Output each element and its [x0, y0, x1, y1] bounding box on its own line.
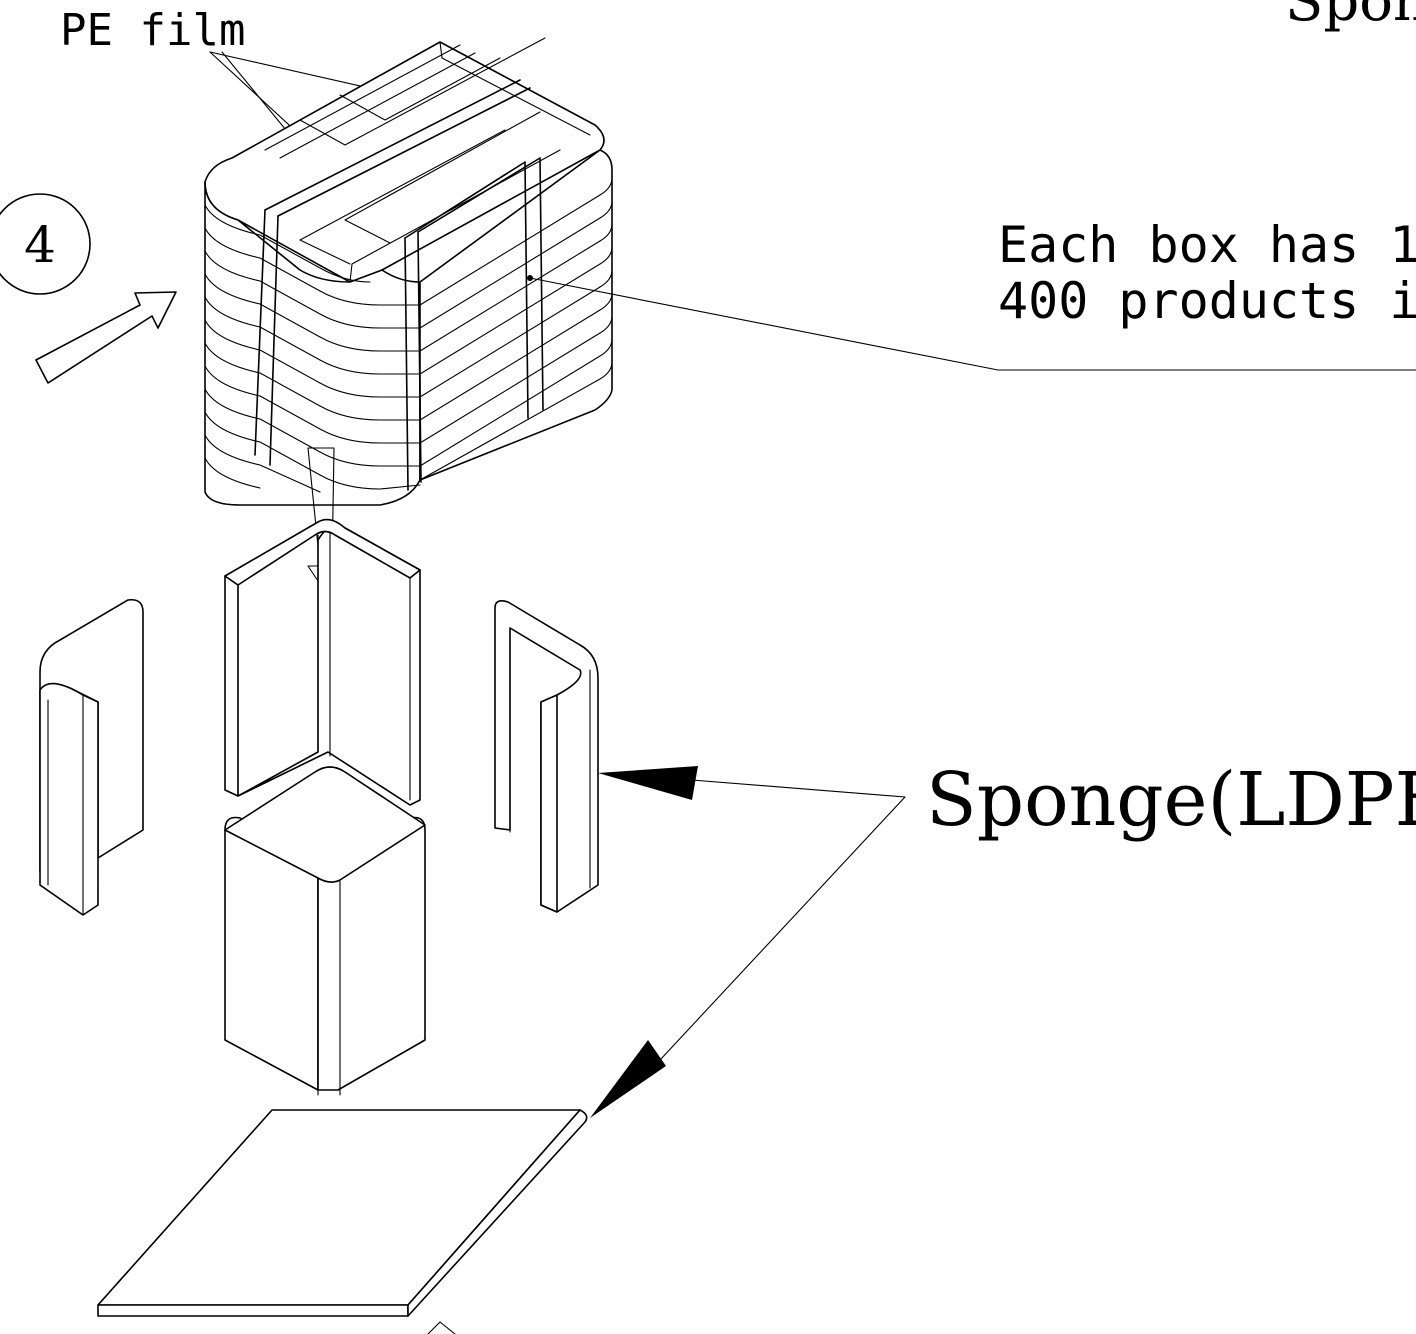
- center-upper-corner-protector: [224, 518, 421, 806]
- center-lower-corner-protector: [224, 766, 426, 1096]
- tray-stack: [204, 37, 613, 506]
- sponge-leaders: [590, 766, 906, 1118]
- step-number: 4: [24, 216, 56, 274]
- sponge-arrowhead-lower-icon: [590, 1040, 666, 1118]
- box-note-leader: [527, 275, 1416, 371]
- top-right-cut-label: Spon: [1285, 0, 1416, 34]
- insert-arrow-icon: [35, 291, 177, 384]
- sponge-arrowhead-upper-icon: [598, 766, 698, 800]
- sponge-ldpe-label: Sponge(LDPE): [926, 757, 1416, 843]
- left-corner-protector: [39, 598, 144, 916]
- step-marker-icon: 4: [0, 193, 91, 295]
- right-corner-protector: [494, 600, 599, 913]
- box-note-line1: Each box has 1: [998, 216, 1416, 274]
- pe-film-label: PE film: [60, 5, 245, 56]
- box-note-line2: 400 products i: [998, 272, 1416, 330]
- base-sponge-sheet: [97, 1109, 588, 1334]
